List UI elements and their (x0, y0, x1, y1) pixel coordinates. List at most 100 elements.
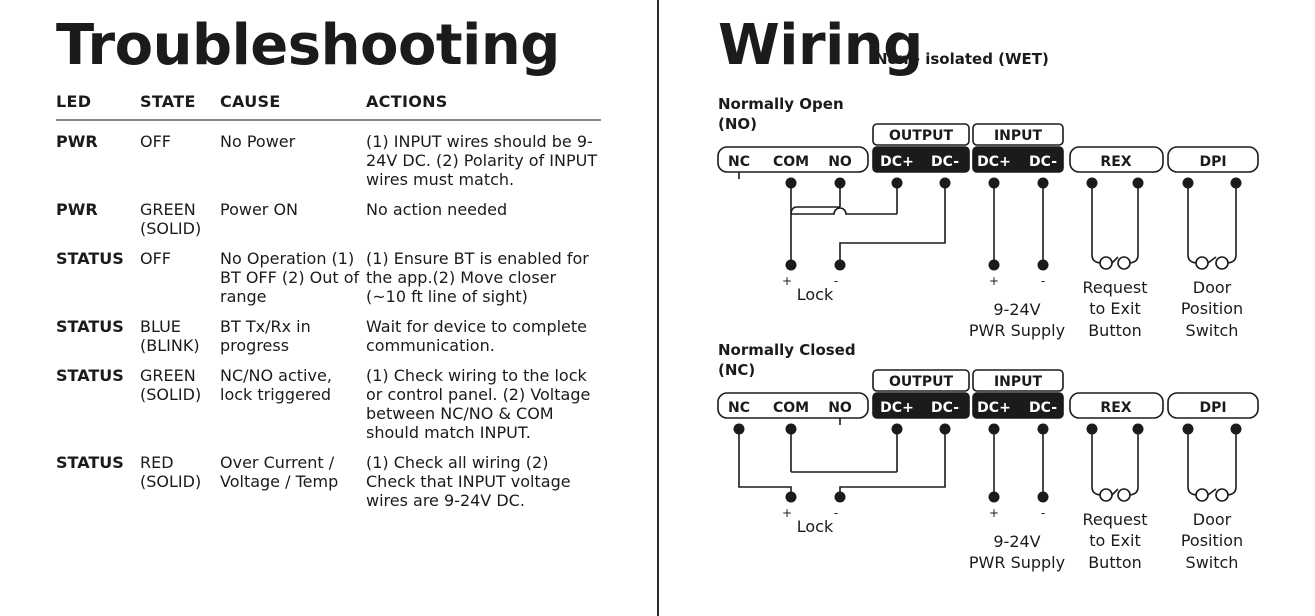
dpi-switch-contact (1215, 256, 1229, 270)
output-dc-plus-label: DC+ (880, 154, 914, 170)
input-header (972, 123, 1064, 146)
lock-label: Lock (797, 285, 834, 304)
wire-no-to-lock (790, 206, 840, 265)
header-cause: CAUSE (220, 88, 366, 121)
terminal-dot (834, 491, 846, 503)
rex-caption: Button (1088, 321, 1142, 340)
cell-led: STATUS (56, 453, 124, 472)
input-header (972, 369, 1064, 392)
rex-block (1069, 146, 1164, 173)
wiring-title: Wiring (718, 13, 923, 78)
input-label: INPUT (994, 128, 1043, 144)
dpi-switch-lever (1207, 488, 1217, 496)
table-header-row: LED STATE CAUSE ACTIONS (56, 88, 601, 121)
input-terminal-block (972, 146, 1064, 173)
lock-plus-label: + (782, 506, 792, 520)
wire-com-to-dcplus (791, 207, 897, 215)
terminal-dot (834, 259, 846, 271)
lock-minus-label: - (834, 506, 838, 520)
cell-state: OFF (140, 249, 171, 268)
input-dc-minus-label: DC- (1029, 400, 1057, 416)
cell-cause: No Operation (1) BT OFF (2) Out of range (220, 249, 360, 306)
output-header (872, 123, 970, 146)
cell-actions: (1) Check wiring to the lock or control … (366, 366, 591, 442)
supply-minus-label: - (1041, 274, 1045, 288)
supply-label: PWR Supply (969, 321, 1065, 340)
rex-switch-contact (1117, 256, 1131, 270)
cell-actions: (1) Check all wiring (2) Check that INPU… (366, 453, 571, 510)
terminal-no-label: NO (828, 154, 852, 170)
cell-state: BLUE (BLINK) (140, 317, 200, 355)
cell-state: RED (SOLID) (140, 453, 202, 491)
cell-led: STATUS (56, 366, 124, 385)
cell-led: STATUS (56, 317, 124, 336)
dpi-switch-contact (1195, 488, 1209, 502)
input-label: INPUT (994, 374, 1043, 390)
wiring-subtitle: Non - isolated (WET) (875, 50, 1049, 68)
wiring-section: Wiring Non - isolated (WET) Normally Ope… (660, 0, 1315, 616)
rex-block (1069, 392, 1164, 419)
cell-state: GREEN (SOLID) (140, 366, 202, 404)
terminal-nc-label: NC (728, 154, 750, 170)
terminal-dot (785, 491, 797, 503)
output-dc-plus-label: DC+ (880, 400, 914, 416)
output-dc-minus-label: DC- (931, 154, 959, 170)
output-terminal-block (872, 392, 970, 419)
dpi-caption: Switch (1186, 553, 1239, 572)
terminal-com-label: COM (773, 154, 809, 170)
output-header (872, 369, 970, 392)
supply-voltage-label: 9-24V (993, 300, 1040, 319)
troubleshooting-title: Troubleshooting (56, 13, 560, 78)
dpi-block (1167, 146, 1259, 173)
supply-minus-label: - (1041, 506, 1045, 520)
diagram-label: (NO) (718, 115, 757, 133)
troubleshooting-section: Troubleshooting LED STATE CAUSE ACTIONS … (0, 0, 657, 616)
rex-switch-lever (1111, 488, 1119, 496)
cell-led: STATUS (56, 249, 124, 268)
relay-terminal-block (717, 146, 869, 173)
rex-caption: Request (1083, 510, 1148, 529)
terminal-dot (988, 491, 1000, 503)
lock-plus-label: + (782, 274, 792, 288)
wire-dcminus-to-lock (839, 183, 946, 265)
supply-voltage-label: 9-24V (993, 532, 1040, 551)
lock-minus-label: - (834, 274, 838, 288)
rex-caption: Request (1083, 278, 1148, 297)
table-row: STATUS RED (SOLID) Over Current / Voltag… (56, 453, 601, 521)
cell-actions: No action needed (366, 200, 508, 219)
cell-state: OFF (140, 132, 171, 151)
terminal-com-label: COM (773, 400, 809, 416)
terminal-nc-label: NC (728, 400, 750, 416)
terminal-dot (988, 259, 1000, 271)
output-dc-minus-label: DC- (931, 400, 959, 416)
wire-dcminus-to-lock (839, 429, 946, 497)
center-divider (657, 0, 659, 616)
rex-caption: to Exit (1089, 531, 1140, 550)
rex-switch-contact (1117, 488, 1131, 502)
cell-led: PWR (56, 200, 98, 219)
terminal-dot (1037, 259, 1049, 271)
cell-cause: BT Tx/Rx in progress (220, 317, 311, 355)
cell-cause: Over Current / Voltage / Temp (220, 453, 339, 491)
supply-label: PWR Supply (969, 553, 1065, 572)
output-terminal-block (872, 146, 970, 173)
relay-terminal-block (717, 392, 869, 419)
cell-cause: No Power (220, 132, 296, 151)
dpi-label: DPI (1199, 154, 1226, 170)
input-dc-minus-label: DC- (1029, 154, 1057, 170)
cell-actions: Wait for device to complete communicatio… (366, 317, 588, 355)
rex-switch-contact (1099, 256, 1113, 270)
header-state: STATE (140, 88, 220, 121)
lock-label: Lock (797, 517, 834, 536)
header-led: LED (56, 88, 140, 121)
dpi-caption: Position (1181, 299, 1243, 318)
rex-switch-contact (1099, 488, 1113, 502)
rex-caption: Button (1088, 553, 1142, 572)
rex-switch-lever (1111, 256, 1119, 264)
input-dc-plus-label: DC+ (977, 400, 1011, 416)
dpi-label: DPI (1199, 400, 1226, 416)
table-row: STATUS GREEN (SOLID) NC/NO active, lock … (56, 366, 601, 453)
terminal-no-label: NO (828, 400, 852, 416)
dpi-switch-contact (1195, 256, 1209, 270)
cell-actions: (1) Ensure BT is enabled for the app.(2)… (366, 249, 589, 306)
